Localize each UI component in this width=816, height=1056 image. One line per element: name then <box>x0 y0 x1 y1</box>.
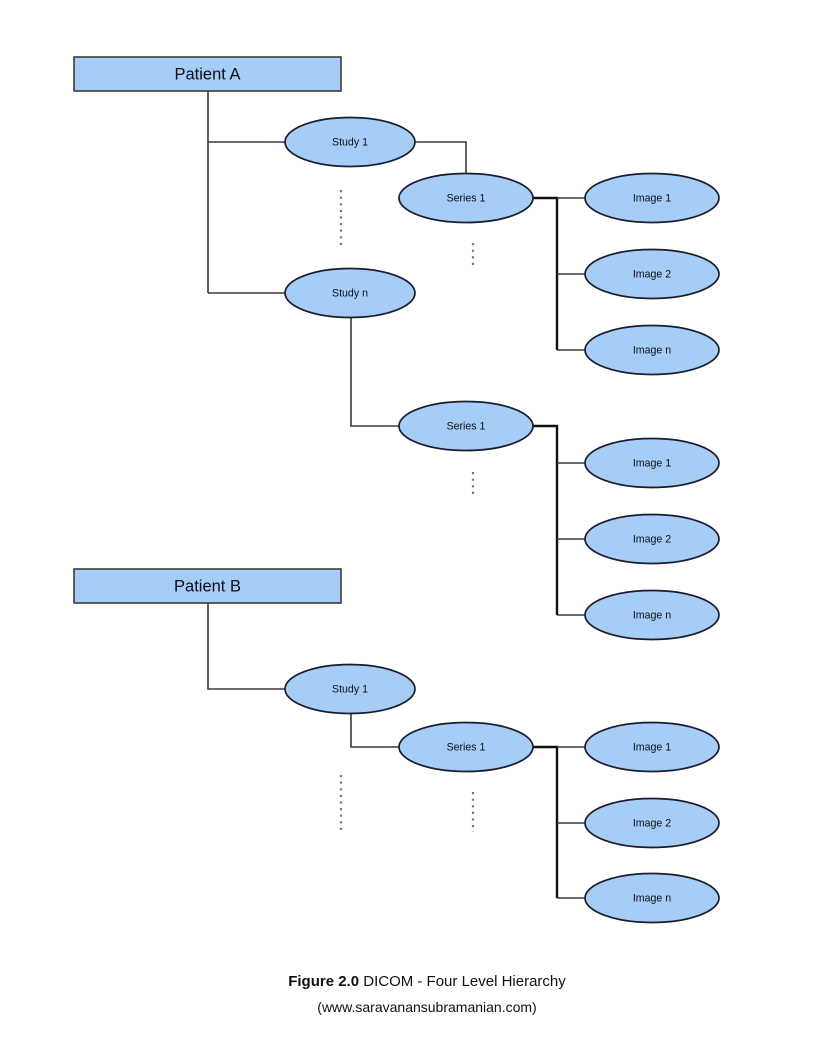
node-study-b-1[interactable]: Study 1 <box>284 663 416 715</box>
series-a-n-1-label: Series 1 <box>447 420 486 432</box>
patient-a-label: Patient A <box>174 65 240 83</box>
edge-series-an1-bus <box>531 424 559 615</box>
image-b-1-1-2-label: Image 2 <box>633 817 671 829</box>
image-a-n-1-2-shape <box>584 513 720 565</box>
study-b-1-label: Study 1 <box>332 683 368 695</box>
image-b-1-1-1-shape <box>584 721 720 773</box>
study-a-1-label: Study 1 <box>332 136 368 148</box>
node-study-a-n[interactable]: Study n <box>284 267 416 319</box>
patient-a-box-shape <box>73 56 342 92</box>
patient-b-box-shape <box>73 568 342 604</box>
image-a-1-1-1-label: Image 1 <box>633 192 671 204</box>
image-a-1-1-2-label: Image 2 <box>633 268 671 280</box>
image-b-1-1-n-label: Image n <box>633 892 671 904</box>
image-b-1-1-n-shape <box>584 872 720 924</box>
series-a-1-1-label: Series 1 <box>447 192 486 204</box>
node-study-a-1[interactable]: Study 1 <box>284 116 416 168</box>
node-image-a-n-1-n[interactable]: Image n <box>584 589 720 641</box>
image-a-1-1-2-shape <box>584 248 720 300</box>
figure-source-url: (www.saravanansubramanian.com) <box>317 999 536 1015</box>
node-image-a-n-1-2[interactable]: Image 2 <box>584 513 720 565</box>
patient-b-label: Patient B <box>174 577 241 595</box>
node-series-a-n-1[interactable]: Series 1 <box>398 400 534 452</box>
node-image-a-1-1-n[interactable]: Image n <box>584 324 720 376</box>
node-patient-a[interactable]: Patient A <box>73 56 342 92</box>
edge-series-b11-bus <box>531 745 559 898</box>
series-b-1-1-shape <box>398 721 534 773</box>
study-a-n-label: Study n <box>332 287 368 299</box>
series-b-1-1-label: Series 1 <box>447 741 486 753</box>
node-series-a-1-1[interactable]: Series 1 <box>398 172 534 224</box>
image-a-1-1-n-shape <box>584 324 720 376</box>
figure-caption-number: Figure 2.0 <box>288 973 359 990</box>
edge-patient-b-trunk <box>207 602 286 690</box>
edge-study-b1-to-series-b11 <box>350 713 402 748</box>
image-a-n-1-2-label: Image 2 <box>633 533 671 545</box>
image-a-1-1-n-label: Image n <box>633 344 671 356</box>
image-b-1-1-2-shape <box>584 797 720 849</box>
image-a-1-1-1-shape <box>584 172 720 224</box>
node-series-b-1-1[interactable]: Series 1 <box>398 721 534 773</box>
image-a-n-1-1-shape <box>584 437 720 489</box>
series-a-1-1-shape <box>398 172 534 224</box>
edge-series-a11-bus <box>531 196 559 350</box>
series-a-n-1-shape <box>398 400 534 452</box>
study-b-1-shape <box>284 663 416 715</box>
image-a-n-1-1-label: Image 1 <box>633 457 671 469</box>
node-image-a-n-1-1[interactable]: Image 1 <box>584 437 720 489</box>
node-image-a-1-1-2[interactable]: Image 2 <box>584 248 720 300</box>
edge-study-a1-to-series-a11 <box>414 141 467 178</box>
image-a-n-1-n-shape <box>584 589 720 641</box>
node-image-b-1-1-1[interactable]: Image 1 <box>584 721 720 773</box>
image-a-n-1-n-label: Image n <box>633 609 671 621</box>
figure-caption-title: DICOM - Four Level Hierarchy <box>359 973 566 990</box>
study-a-n-shape <box>284 267 416 319</box>
image-b-1-1-1-label: Image 1 <box>633 741 671 753</box>
figure-caption: Figure 2.0 DICOM - Four Level Hierarchy <box>288 973 566 990</box>
node-patient-b[interactable]: Patient B <box>73 568 342 604</box>
node-image-b-1-1-2[interactable]: Image 2 <box>584 797 720 849</box>
edge-study-an-to-series-an1 <box>350 317 402 427</box>
node-image-a-1-1-1[interactable]: Image 1 <box>584 172 720 224</box>
study-a-1-shape <box>284 116 416 168</box>
node-image-b-1-1-n[interactable]: Image n <box>584 872 720 924</box>
